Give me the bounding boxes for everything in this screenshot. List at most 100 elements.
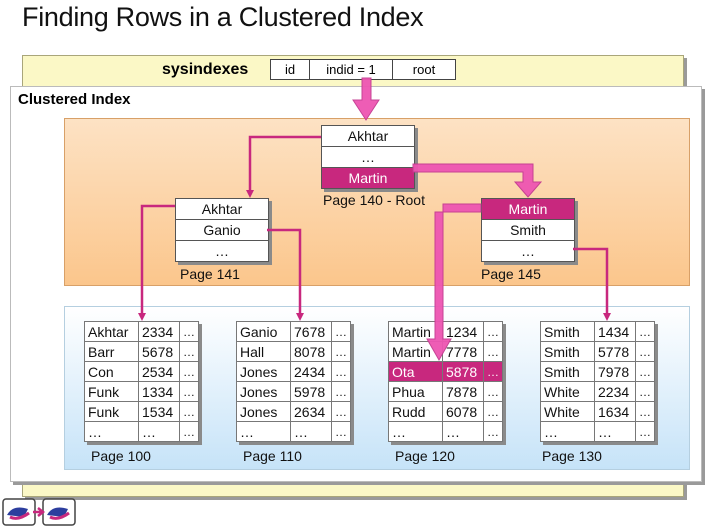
cell: …	[331, 381, 351, 402]
root-page-node: Akhtar … Martin	[321, 125, 415, 189]
cell: 1234	[442, 321, 484, 342]
pointer-141-to-110	[267, 228, 304, 321]
page-145-row: …	[521, 243, 535, 259]
page-141-row: Ganio	[176, 220, 268, 241]
cell: 2234	[594, 381, 636, 402]
intermediate-page-141: Akhtar Ganio …	[175, 198, 269, 262]
root-page-label: Page 140 - Root	[323, 192, 425, 208]
cell: …	[483, 401, 503, 422]
cell: 1534	[138, 401, 180, 422]
cell: …	[483, 421, 503, 442]
cell: Jones	[236, 381, 291, 402]
page-145-row: Smith	[482, 220, 574, 241]
cell: Funk	[84, 401, 139, 422]
cell: …	[331, 421, 351, 442]
pointer-root-to-141	[246, 135, 321, 198]
root-row: …	[322, 147, 414, 168]
cell: …	[179, 401, 199, 422]
cell: Con	[84, 361, 139, 382]
cell: …	[635, 401, 655, 422]
cell: …	[635, 421, 655, 442]
cell: …	[179, 421, 199, 442]
cell: Ota	[388, 361, 443, 382]
cell: …	[331, 361, 351, 382]
navigation-arrows-icon[interactable]	[2, 497, 76, 527]
sysindexes-row: id indid = 1 root	[270, 59, 456, 80]
page-141-label: Page 141	[180, 266, 240, 282]
page-145-label: Page 145	[481, 266, 541, 282]
cell: …	[483, 361, 503, 382]
root-row-highlighted: Martin	[322, 168, 414, 188]
table-row: ………	[84, 421, 199, 442]
page-145-row-highlighted: Martin	[482, 199, 574, 220]
cell: 7878	[442, 381, 484, 402]
cell: Hall	[236, 341, 291, 362]
page-title: Finding Rows in a Clustered Index	[22, 2, 424, 32]
table-row: ………	[540, 421, 655, 442]
cell: Martin	[388, 321, 443, 342]
cell: Smith	[540, 341, 595, 362]
cell: …	[290, 421, 332, 442]
table-row: ………	[388, 421, 503, 442]
cell: 5878	[442, 361, 484, 382]
cell: 2534	[138, 361, 180, 382]
sysindexes-label: sysindexes	[162, 61, 249, 78]
pointer-141-to-100	[138, 204, 175, 321]
root-row: Akhtar	[322, 126, 414, 147]
cell: White	[540, 401, 595, 422]
cell: 2634	[290, 401, 332, 422]
sysindexes-cell-indid: indid = 1	[310, 60, 393, 79]
page-100-label: Page 100	[91, 448, 151, 464]
cell: …	[635, 381, 655, 402]
cell: …	[442, 421, 484, 442]
cell: Barr	[84, 341, 139, 362]
cell: Smith	[540, 361, 595, 382]
cell: …	[84, 421, 139, 442]
cell: …	[331, 341, 351, 362]
page-110-label: Page 110	[243, 448, 302, 464]
cell: …	[138, 421, 180, 442]
search-arrow-145-to-120	[426, 203, 482, 362]
intermediate-page-145: Martin Smith …	[481, 198, 575, 262]
cell: …	[540, 421, 595, 442]
cell: …	[635, 341, 655, 362]
pointer-145-to-130	[573, 247, 611, 321]
page-141-row: Akhtar	[176, 199, 268, 220]
cell: 6078	[442, 401, 484, 422]
sysindexes-cell-root: root	[412, 62, 436, 77]
cell: …	[388, 421, 443, 442]
cell: …	[483, 321, 503, 342]
search-arrow-root-to-145	[412, 163, 543, 198]
cell: Phua	[388, 381, 443, 402]
cell: Funk	[84, 381, 139, 402]
page-120-label: Page 120	[395, 448, 455, 464]
cell: …	[594, 421, 636, 442]
cell: …	[331, 401, 351, 422]
table-row: ………	[236, 421, 351, 442]
page-130-label: Page 130	[542, 448, 602, 464]
clustered-index-label: Clustered Index	[18, 91, 131, 108]
cell: Smith	[540, 321, 595, 342]
search-arrow-sysindexes-to-root	[352, 77, 380, 121]
cell: White	[540, 381, 595, 402]
page-141-row: …	[215, 243, 229, 259]
